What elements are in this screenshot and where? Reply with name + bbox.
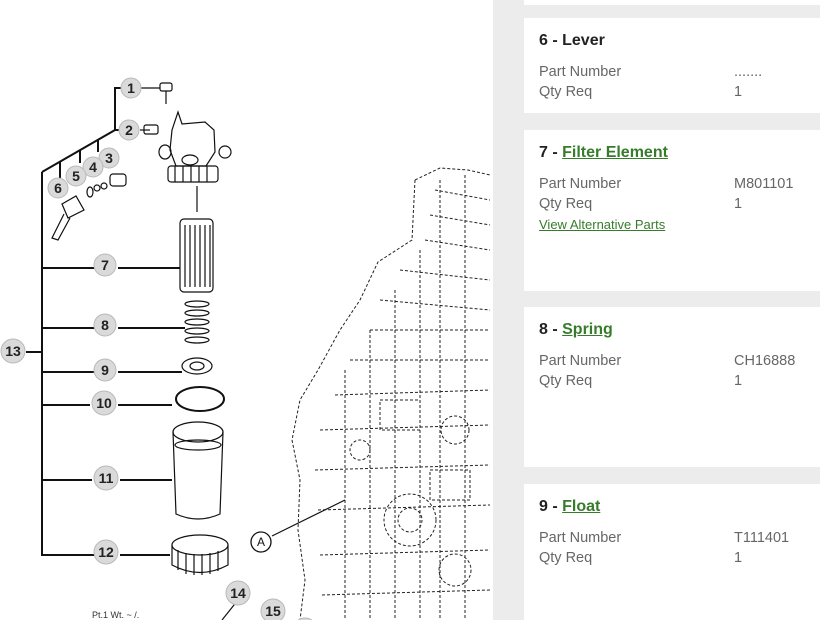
callout-15[interactable]: 15 [260, 598, 286, 620]
callout-3[interactable]: 3 [98, 147, 120, 169]
parts-list-panel[interactable]: 6 - Lever Part Number ....... Qty Req 1 … [493, 0, 820, 620]
callout-6[interactable]: 6 [47, 177, 69, 199]
part-number-index: 7 [539, 144, 548, 161]
part-title: 7 - Filter Element [539, 144, 668, 161]
svg-text:4: 4 [89, 159, 97, 175]
screw-part-drawing [159, 82, 173, 104]
part-card-9: 9 - Float Part Number T111401 Qty Req 1 [524, 484, 820, 620]
part-card-7: 7 - Filter Element Part Number M801101 Q… [524, 130, 820, 291]
qty-label: Qty Req [539, 196, 593, 212]
qty-label: Qty Req [539, 373, 593, 389]
fitting-part-drawing [143, 124, 159, 135]
callout-7[interactable]: 7 [93, 253, 117, 277]
part-card-partial [524, 0, 820, 5]
callout-11[interactable]: 11 [93, 465, 119, 491]
part-number-label: Part Number [539, 64, 622, 80]
svg-text:13: 13 [5, 343, 21, 359]
svg-text:Pt.1 Wt. ~ /.: Pt.1 Wt. ~ /. [92, 610, 139, 620]
callout-2[interactable]: 2 [118, 119, 140, 141]
part-number-index: 6 [539, 32, 548, 49]
view-marker-a: A [250, 531, 272, 553]
filter-element-drawing [179, 218, 214, 293]
callout-8[interactable]: 8 [93, 313, 117, 337]
part-number-index: 9 [539, 498, 548, 515]
svg-text:3: 3 [105, 150, 113, 166]
svg-text:5: 5 [72, 168, 80, 184]
engine-block-drawing [271, 167, 491, 620]
part-name-link[interactable]: Spring [562, 321, 613, 338]
bowl-drawing [172, 421, 224, 520]
part-name: Lever [562, 32, 605, 49]
svg-text:1: 1 [127, 80, 135, 96]
svg-text:11: 11 [99, 470, 114, 486]
float-drawing [181, 357, 213, 375]
qty-value: 1 [734, 373, 743, 389]
svg-text:8: 8 [101, 317, 109, 333]
part-title: 9 - Float [539, 498, 601, 515]
part-card-8: 8 - Spring Part Number CH16888 Qty Req 1 [524, 307, 820, 467]
svg-text:7: 7 [101, 257, 109, 273]
svg-text:12: 12 [98, 544, 114, 560]
part-number-label: Part Number [539, 530, 622, 546]
parts-diagram[interactable]: Pt.1 Wt. ~ /. 1 2 3 4 5 6 7 8 9 10 11 1 [0, 0, 493, 620]
spring-drawing [184, 300, 210, 344]
svg-text:6: 6 [54, 180, 62, 196]
callout-5[interactable]: 5 [65, 165, 87, 187]
callout-1[interactable]: 1 [120, 77, 142, 99]
part-title: 6 - Lever [539, 32, 605, 49]
part-number-index: 8 [539, 321, 548, 338]
qty-label: Qty Req [539, 84, 593, 100]
callout-14[interactable]: 14 [225, 580, 251, 606]
svg-text:14: 14 [230, 585, 246, 601]
svg-text:9: 9 [101, 362, 109, 378]
svg-text:10: 10 [96, 395, 112, 411]
qty-value: 1 [734, 550, 743, 566]
o-ring-drawing [175, 386, 225, 412]
svg-text:2: 2 [125, 122, 133, 138]
callout-13[interactable]: 13 [0, 338, 26, 364]
lever-part-drawing [51, 195, 85, 241]
part-card-6: 6 - Lever Part Number ....... Qty Req 1 [524, 18, 820, 113]
part-title: 8 - Spring [539, 321, 613, 338]
filter-head-drawing [158, 110, 232, 212]
part-number-value: T111401 [734, 530, 790, 546]
part-number-value: M801101 [734, 176, 794, 192]
callout-10[interactable]: 10 [91, 390, 117, 416]
part-number-value: ....... [734, 64, 763, 80]
part-name-link[interactable]: Float [562, 498, 601, 515]
qty-label: Qty Req [539, 550, 593, 566]
bracket-13 [41, 172, 110, 556]
svg-text:A: A [257, 535, 265, 549]
view-alternative-parts-link[interactable]: View Alternative Parts [539, 217, 666, 232]
callout-4[interactable]: 4 [82, 156, 104, 178]
svg-text:15: 15 [265, 603, 281, 619]
small-parts-drawing [86, 173, 127, 198]
diagram-drawing: Pt.1 Wt. ~ /. 1 2 3 4 5 6 7 8 9 10 11 1 [0, 77, 491, 620]
ring-nut-drawing [171, 534, 229, 575]
part-number-label: Part Number [539, 176, 622, 192]
part-number-value: CH16888 [734, 353, 796, 369]
part-number-label: Part Number [539, 353, 622, 369]
qty-value: 1 [734, 84, 743, 100]
qty-value: 1 [734, 196, 743, 212]
part-name-link[interactable]: Filter Element [562, 144, 668, 161]
callout-12[interactable]: 12 [93, 539, 119, 565]
callout-9[interactable]: 9 [93, 358, 117, 382]
